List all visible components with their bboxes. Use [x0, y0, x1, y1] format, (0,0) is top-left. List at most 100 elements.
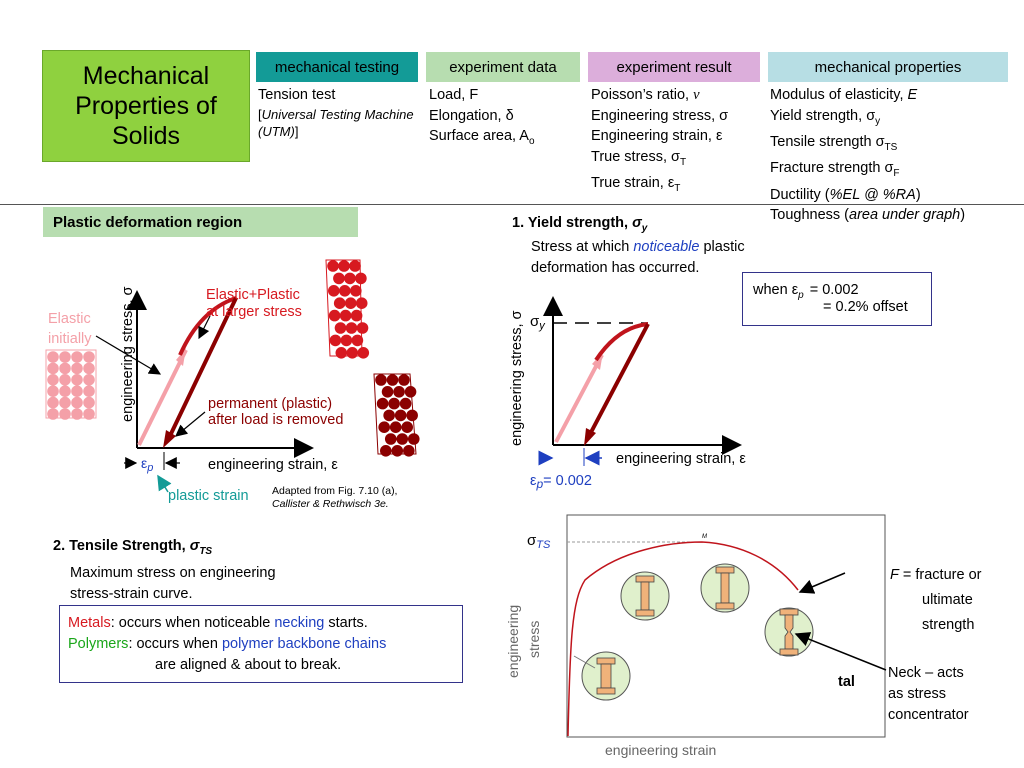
atom [344, 297, 357, 309]
metals-polymers-box: Metals: occurs when noticeable necking s… [59, 605, 463, 683]
atom [389, 421, 402, 433]
atom [47, 396, 59, 409]
result-item: Engineering stress, σ [591, 107, 729, 124]
header-experiment-result: experiment result [588, 52, 760, 82]
tensile-plot-frame [566, 514, 886, 738]
result-item: True stress, σT [591, 148, 687, 168]
atom [83, 351, 95, 363]
yield-description: Stress at which noticeable plastic defor… [531, 239, 745, 276]
elastic-arrow [176, 348, 186, 366]
atom [71, 385, 83, 397]
elastic-label-1: Elastic [48, 311, 91, 327]
tensile-description: Maximum stress on engineering stress-str… [70, 565, 276, 602]
atom [328, 285, 340, 297]
tensile-y-axis-2: stress [526, 621, 542, 658]
header-mechanical-testing: mechanical testing [256, 52, 418, 82]
data-item: Surface area, Ao [429, 128, 535, 147]
plastic-curve [178, 296, 237, 356]
atom [339, 285, 351, 297]
yield-heading: 1. Yield strength, σy [512, 215, 648, 234]
atom [375, 374, 387, 386]
adapted-line-1: Adapted from Fig. 7.10 (a), [272, 485, 397, 497]
data-column: Load, F Elongation, δ Surface area, Ao [429, 85, 535, 152]
section-title: Plastic deformation region [43, 207, 358, 237]
property-item: Toughness (area under graph) [770, 207, 966, 224]
x-axis-label: engineering strain, ε [208, 457, 338, 473]
atoms-elastic-plastic-group [327, 260, 370, 359]
neck-label-3: concentrator [888, 707, 969, 723]
atom [351, 334, 364, 347]
atom [350, 309, 363, 322]
atom [327, 260, 339, 272]
property-item: Modulus of elasticity, E [770, 87, 918, 103]
yield-x-axis: engineering strain, ε [616, 451, 746, 467]
atom [344, 272, 356, 285]
atom [83, 385, 95, 397]
atom [357, 347, 370, 359]
atom [404, 386, 417, 398]
atom [71, 374, 83, 386]
atom [47, 374, 59, 386]
tensile-x-axis: engineering strain [605, 742, 716, 758]
fracture-label-3: strength [922, 617, 974, 633]
atom [83, 396, 95, 409]
data-item: Elongation, δ [429, 107, 514, 124]
sigma-y-label: σy [530, 313, 546, 332]
tensile-diagram: M σTS engineering stress engineering str… [505, 514, 982, 758]
atom [83, 408, 95, 420]
atom [47, 351, 59, 363]
properties-column: Modulus of elasticity, E Yield strength,… [770, 85, 965, 226]
specimen-4 [764, 607, 814, 657]
atom [391, 445, 404, 457]
pointer-permanent [175, 411, 206, 437]
atom [83, 362, 95, 375]
specimen-2 [620, 571, 670, 621]
atom [83, 374, 95, 386]
atom [356, 322, 369, 334]
atom [333, 297, 346, 309]
atom [335, 347, 348, 359]
atom [71, 362, 83, 375]
atom [386, 374, 399, 386]
result-item: Poisson’s ratio, ν [591, 87, 700, 103]
atom [381, 386, 394, 398]
property-item: Fracture strength σF [770, 160, 900, 180]
atoms-permanent-group [375, 374, 420, 457]
atom [355, 297, 368, 309]
atom [328, 309, 341, 322]
fracture-label-2: ultimate [922, 592, 973, 608]
atom [59, 396, 71, 409]
property-item: Tensile strength σTS [770, 133, 898, 153]
atom [394, 409, 407, 422]
atom [403, 445, 415, 457]
ep-label: εp [141, 455, 153, 474]
atom [47, 385, 59, 397]
permanent-label-1: permanent (plastic) [208, 396, 332, 412]
result-item: True strain, εT [591, 174, 681, 194]
atoms-elastic-group [47, 351, 95, 420]
atom [346, 347, 359, 359]
unloading-line [166, 297, 238, 441]
atom [355, 272, 367, 285]
pointer-fracture [798, 572, 846, 594]
elastic-plastic-label-1: Elastic+Plastic [206, 287, 300, 303]
atom [388, 397, 400, 410]
sigma-ts-label: σTS [527, 532, 551, 551]
pointer-neck [794, 632, 887, 671]
atom [378, 421, 391, 433]
m-label: M [702, 534, 707, 540]
atom [338, 260, 350, 272]
atom [340, 334, 353, 347]
testing-column: Tension test [Universal Testing Machine … [258, 85, 420, 140]
specimen-1 [581, 651, 631, 701]
offset-box: when εp= 0.002 = 0.2% offset [742, 272, 932, 326]
tension-test-text: Tension test [258, 87, 336, 103]
atom [399, 397, 412, 410]
fracture-label-1: F = fracture or [890, 567, 982, 583]
result-column: Poisson’s ratio, ν Engineering stress, σ… [591, 85, 728, 199]
atom [71, 408, 83, 420]
header-experiment-data: experiment data [426, 52, 580, 82]
atom [59, 374, 71, 386]
atom [380, 445, 392, 457]
neck-label-1: Neck – acts [888, 665, 964, 681]
